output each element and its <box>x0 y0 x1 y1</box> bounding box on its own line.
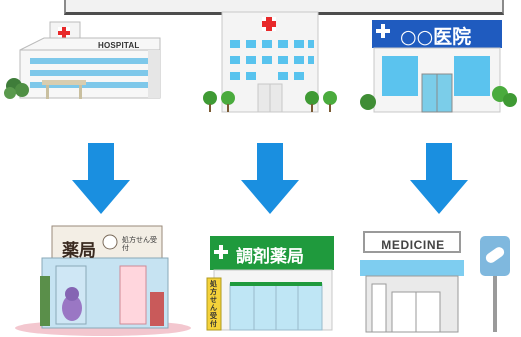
pharmacy-3-building <box>360 231 510 333</box>
pharmacy-2-sign: 調剤薬局 <box>236 247 304 267</box>
pharmacy-2-building <box>206 236 334 331</box>
pharmacy-3-sign: MEDICINE <box>381 238 445 252</box>
pharmacy-1-prescription-sign: 処方せん受付 <box>122 236 157 252</box>
flow-arrows <box>72 143 468 214</box>
pharmacy-1-building <box>15 225 191 336</box>
clinic-sign: ○○医院 <box>400 26 472 48</box>
hospital-building <box>4 21 161 99</box>
arrow-right <box>410 143 468 214</box>
hospital-sign: HOSPITAL <box>98 41 140 50</box>
pharmacy-1-sign: 薬局 <box>62 241 96 261</box>
hospital-tall-building <box>203 11 337 113</box>
clinic-building <box>360 20 517 113</box>
arrow-middle <box>241 143 299 214</box>
arrow-left <box>72 143 130 214</box>
pharmacy-2-prescription-sign: 処方せん受付 <box>210 280 217 328</box>
